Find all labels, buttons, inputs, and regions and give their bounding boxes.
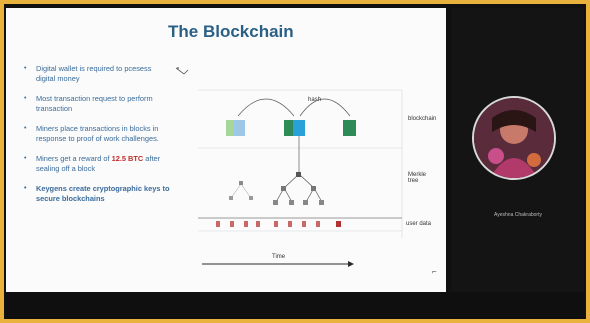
bullet-icon: • bbox=[24, 125, 27, 132]
block bbox=[284, 120, 293, 136]
participant-name: Ayeshna Chakraborty bbox=[494, 212, 542, 218]
hash-link bbox=[237, 98, 295, 117]
bullet-icon: • bbox=[24, 185, 27, 192]
bullet-item: • Miners place transactions in blocks in… bbox=[24, 124, 159, 143]
bottom-bar bbox=[6, 292, 584, 319]
participant-avatar[interactable] bbox=[472, 96, 556, 180]
bullet-item: • Miners get a reward of 12.5 BTC after … bbox=[24, 154, 161, 173]
reward-highlight: 12.5 BTC bbox=[111, 154, 144, 163]
time-label: Time bbox=[272, 254, 286, 260]
merkle-label: Merkle tree bbox=[408, 172, 427, 184]
userdata-label: user data bbox=[406, 221, 432, 227]
block bbox=[234, 120, 245, 136]
mining-logo-icon bbox=[174, 64, 218, 76]
block bbox=[226, 120, 234, 136]
block bbox=[343, 120, 356, 136]
bullet-icon: • bbox=[24, 155, 27, 162]
shared-slide: The Blockchain • Digital wallet is requi… bbox=[6, 8, 446, 292]
blockchain-diagram: hash blockchain Merkle tree user data Ti… bbox=[196, 88, 436, 278]
slide-title: The Blockchain bbox=[168, 22, 294, 41]
hash-link bbox=[299, 98, 351, 117]
bullet-item: • Keygens create cryptographic keys to s… bbox=[24, 184, 170, 203]
cursor-icon: ⌐ bbox=[432, 267, 437, 276]
bullet-item: • Most transaction request to perform tr… bbox=[24, 94, 153, 113]
hash-label: hash bbox=[308, 97, 322, 103]
block bbox=[293, 120, 305, 136]
bullet-icon: • bbox=[24, 65, 27, 72]
bullet-item: • Digital wallet is required to pcesess … bbox=[24, 64, 152, 83]
bullet-icon: • bbox=[24, 95, 27, 102]
bullet-list: • Digital wallet is required to pcesess … bbox=[22, 64, 172, 214]
blockchain-label: blockchain bbox=[408, 116, 437, 122]
